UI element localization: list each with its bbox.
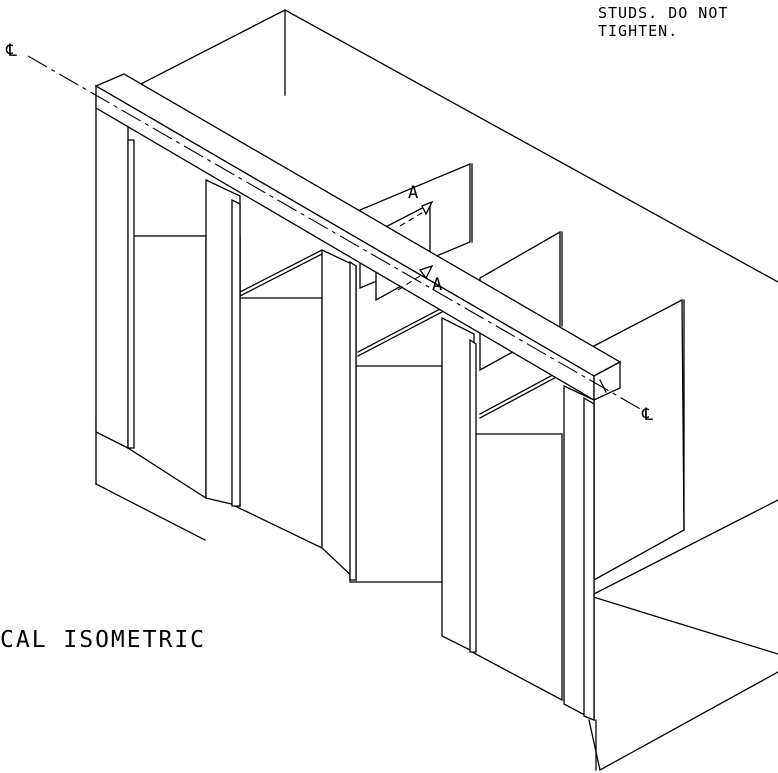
back-wall-3 [593,298,685,582]
note-line-2: TIGHTEN. [598,22,678,40]
caption-label: CAL ISOMETRIC [0,627,206,653]
fold-panel-3 [349,365,443,583]
centerline-marker-right: ℄ [641,405,653,425]
centerline-marker-left: ℄ [5,41,17,61]
note-line-1: STUDS. DO NOT [598,4,728,22]
fold-panel-4 [471,433,563,702]
fold-panel-1 [127,235,207,500]
top-beam [94,73,622,402]
section-arrow-lower [397,264,434,291]
post-2 [205,178,241,507]
post-1 [95,93,135,450]
post-3 [321,248,357,582]
post-4 [441,316,477,654]
post-5 [563,384,595,722]
section-marker-upper: A [408,183,418,203]
section-marker-lower: A [432,275,442,295]
fold-panel-2 [234,297,323,550]
centerline [27,55,643,411]
section-arrow-upper [399,200,434,227]
